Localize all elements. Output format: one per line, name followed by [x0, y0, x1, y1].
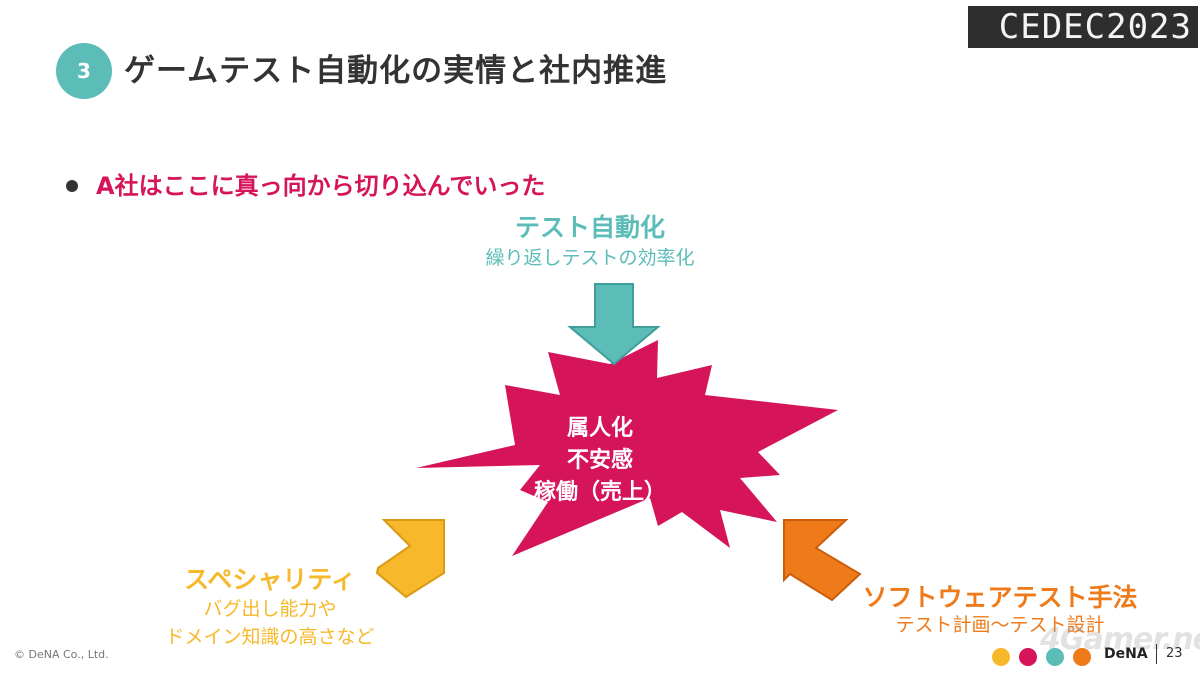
arrow-down-top	[567, 283, 661, 366]
top-topic-title: テスト自動化	[514, 213, 665, 242]
event-logo-text: CEDEC2023	[998, 7, 1192, 47]
footer-dot-yellow	[992, 648, 1010, 666]
footer-dot-teal	[1046, 648, 1064, 666]
right-topic-subtitle: テスト計画～テスト設計	[895, 614, 1105, 636]
event-logo: CEDEC2023	[968, 6, 1198, 48]
top-topic-subtitle: 繰り返しテストの効率化	[485, 247, 695, 269]
left-topic-subtitle-1: バグ出し能力や	[203, 598, 337, 620]
right-topic-title: ソフトウェアテスト手法	[862, 583, 1138, 612]
footer-separator	[1156, 644, 1157, 664]
left-topic-subtitle-2: ドメイン知識の高さなど	[165, 626, 375, 648]
center-issue-3: 稼働（売上）	[533, 480, 666, 505]
copyright-text: © DeNA Co., Ltd.	[14, 648, 109, 661]
bullet-text: A社はここに真っ向から切り込んでいった	[96, 172, 546, 200]
arrow-up-left-right	[783, 519, 862, 602]
arrow-up-right-left	[375, 519, 445, 599]
center-burst-shape	[416, 340, 838, 556]
bullet-dot	[66, 180, 78, 192]
center-issue-1: 属人化	[566, 416, 633, 441]
left-topic-title: スペシャリティ	[184, 565, 356, 594]
slide-title: ゲームテスト自動化の実情と社内推進	[124, 53, 668, 89]
footer-dot-red	[1019, 648, 1037, 666]
watermark: 4Gamer.net	[1040, 622, 1200, 657]
page-number: 23	[1166, 646, 1183, 661]
footer-dot-orange	[1073, 648, 1091, 666]
center-issue-2: 不安感	[566, 448, 633, 473]
section-number-badge: 3	[56, 43, 112, 99]
company-logo: DeNA	[1104, 646, 1148, 662]
